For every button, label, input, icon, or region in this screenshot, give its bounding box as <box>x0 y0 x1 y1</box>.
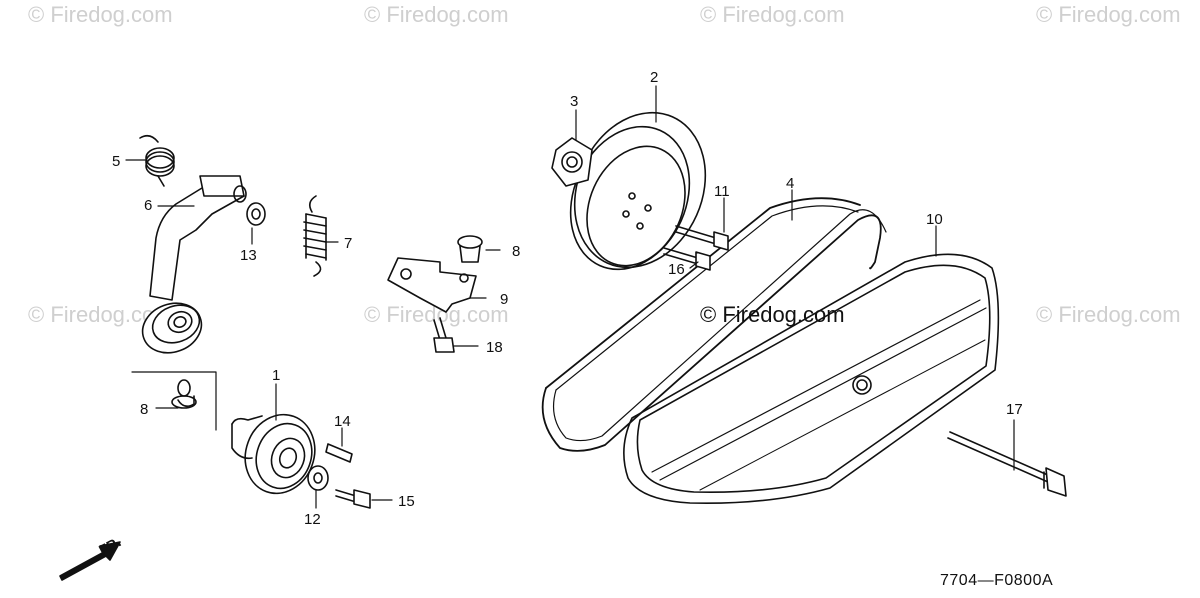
drive-pulley-2 <box>569 111 707 271</box>
collar-13 <box>246 202 266 226</box>
callout-4: 4 <box>786 175 794 192</box>
callout-5: 5 <box>112 153 120 170</box>
tension-arm-6 <box>141 175 247 354</box>
callout-12: 12 <box>304 511 321 528</box>
tension-spring-7 <box>303 195 327 277</box>
flange-bolt-8-lower <box>171 379 197 409</box>
flange-bolt-15 <box>335 489 371 509</box>
callout-8-lower: 8 <box>140 401 148 418</box>
pulley-assembly-1 <box>231 413 316 495</box>
flange-bolt-11 <box>675 225 729 251</box>
callout-13: 13 <box>240 247 257 264</box>
watermark-center: © Firedog.com <box>700 302 845 327</box>
front-arrow-icon <box>59 541 121 581</box>
callout-18: 18 <box>486 339 503 356</box>
callout-1: 1 <box>272 367 280 384</box>
callout-15: 15 <box>398 493 415 510</box>
callout-11: 11 <box>714 183 730 200</box>
callout-16: 16 <box>668 261 685 278</box>
callout-17: 17 <box>1006 401 1023 418</box>
callout-6: 6 <box>144 197 152 214</box>
bracket-line <box>131 371 217 431</box>
long-bolt-17 <box>947 431 1067 497</box>
watermark-top-4: © Firedog.com <box>1036 2 1181 27</box>
leader-lines <box>125 85 1015 509</box>
washer-12 <box>307 465 329 491</box>
callout-10: 10 <box>926 211 943 228</box>
diagram-code: 7704—F0800A <box>940 572 1054 589</box>
flange-bolt-8-upper <box>457 235 483 263</box>
pulley-hub-3 <box>551 137 593 187</box>
key-14 <box>325 443 353 463</box>
spring-coil-5 <box>139 134 175 187</box>
watermark-mid-4: © Firedog.com <box>1036 302 1181 327</box>
watermark-top-1: © Firedog.com <box>28 2 173 27</box>
callout-14: 14 <box>334 413 351 430</box>
callout-9: 9 <box>500 291 508 308</box>
flange-bolt-16 <box>663 247 711 271</box>
callout-2: 2 <box>650 69 658 86</box>
belt-cover-10 <box>623 253 1000 505</box>
watermark-top-2: © Firedog.com <box>364 2 509 27</box>
belt-guide-plate-9 <box>387 257 477 313</box>
callout-3: 3 <box>570 93 578 110</box>
callout-8-upper: 8 <box>512 243 520 260</box>
callout-7: 7 <box>344 235 352 252</box>
v-belt-4 <box>541 197 887 452</box>
flange-bolt-18 <box>433 317 455 353</box>
watermark-top-3: © Firedog.com <box>700 2 845 27</box>
